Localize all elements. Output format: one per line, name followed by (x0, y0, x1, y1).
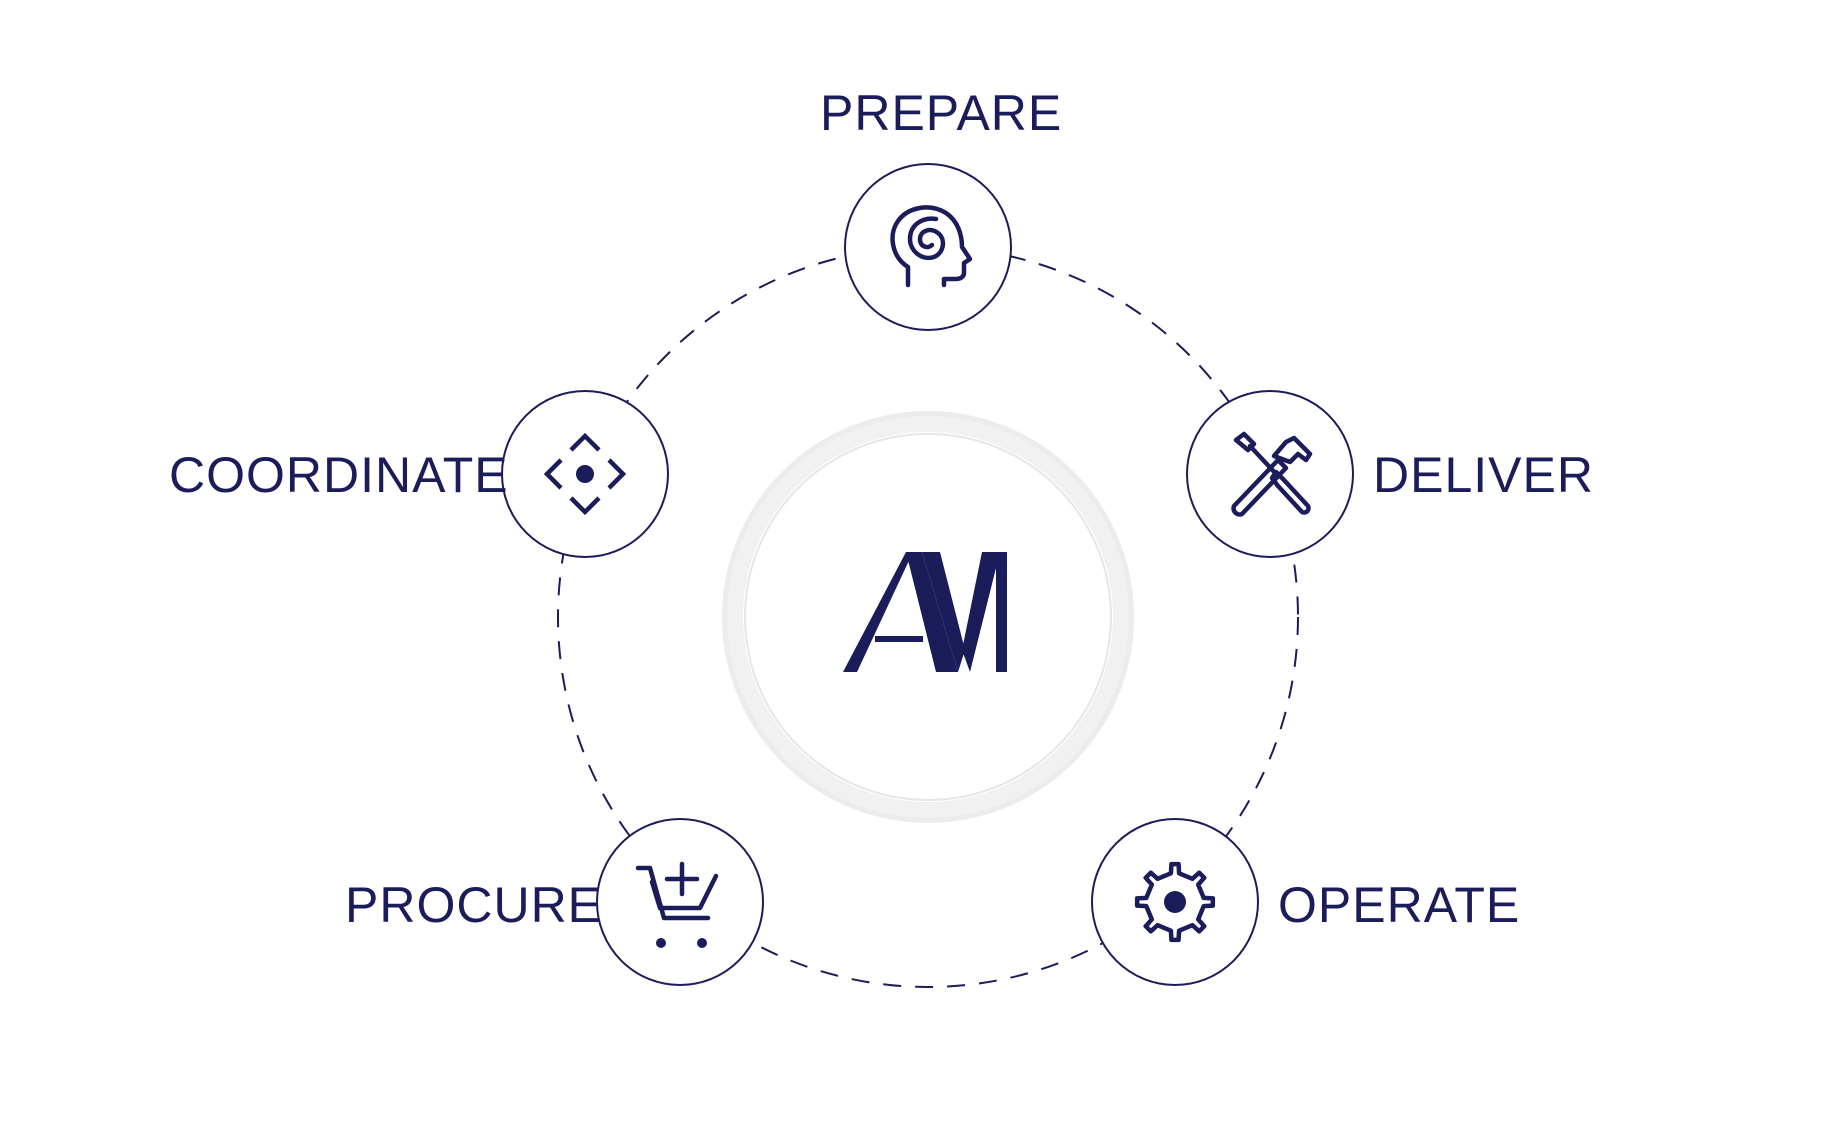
cart-plus-icon (635, 861, 719, 948)
gear-icon (1134, 861, 1216, 943)
step-label-deliver: DELIVER (1373, 447, 1594, 503)
am-logo (843, 552, 1007, 672)
head-spiral-icon (890, 205, 973, 288)
step-node-prepare[interactable] (844, 163, 1012, 331)
step-node-operate[interactable] (1091, 818, 1259, 986)
target-diamond-icon (543, 432, 627, 516)
step-nodes (501, 163, 1354, 986)
step-circle-procure (596, 818, 764, 986)
step-label-prepare: PREPARE (820, 85, 1063, 141)
step-label-coordinate: COORDINATE (169, 447, 509, 503)
step-node-coordinate[interactable] (501, 390, 669, 558)
step-label-operate: OPERATE (1278, 877, 1521, 933)
tools-icon (1231, 431, 1313, 517)
step-circle-deliver (1186, 390, 1354, 558)
step-label-procure: PROCURE (345, 877, 603, 933)
step-node-deliver[interactable] (1186, 390, 1354, 558)
center-ring (727, 416, 1129, 818)
step-node-procure[interactable] (596, 818, 764, 986)
